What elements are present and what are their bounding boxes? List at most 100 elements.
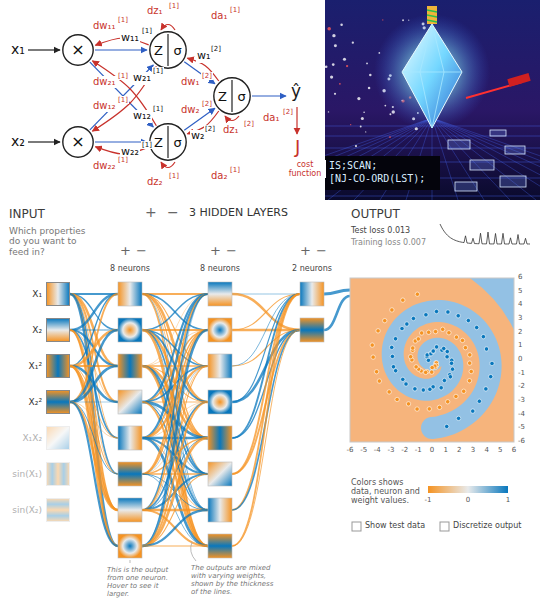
spark-dot <box>366 62 368 64</box>
weight-label: [2] <box>210 45 222 53</box>
annotation-text: This is the output from one neuron. Hove… <box>106 566 180 598</box>
helix-emitter <box>427 6 437 24</box>
input-feature: X₂² <box>29 390 70 414</box>
feature-name: X₂² <box>29 397 42 407</box>
layer-control: − <box>225 244 238 259</box>
panel-heading: OUTPUT <box>350 208 401 222</box>
weight-line <box>142 402 208 546</box>
data-point <box>437 405 441 409</box>
feature-name: sin(X₁) <box>12 469 42 479</box>
checkbox-label: Show test data <box>364 521 426 530</box>
helix-stripe <box>427 10 437 12</box>
weight-line <box>142 330 208 546</box>
spark-dot <box>365 131 366 132</box>
dz-arc <box>161 25 175 31</box>
scifi-illustration <box>325 0 540 200</box>
neuron-images <box>118 282 324 558</box>
weight-line <box>70 294 118 402</box>
weight-line <box>142 294 208 474</box>
axis-tick: -3 <box>517 396 526 404</box>
cost-arrow <box>296 107 297 134</box>
forward-connection <box>95 141 147 142</box>
weight-line <box>70 330 118 402</box>
feature-image <box>46 426 70 450</box>
panel-heading: Which properties do you want to feed in? <box>8 226 90 257</box>
data-point <box>434 309 438 313</box>
weight-line <box>232 294 300 474</box>
neuron-part: σ <box>168 136 187 149</box>
code-text: IS;SCAN; <box>328 160 378 172</box>
weight-line <box>142 294 208 366</box>
data-point <box>419 331 423 335</box>
backprop-connection <box>92 66 156 131</box>
spark-dot <box>357 97 360 100</box>
data-point <box>477 399 481 403</box>
layer-control: 8 neurons <box>109 264 151 273</box>
checkbox-label: Discretize output <box>452 521 522 530</box>
layer-control: + <box>299 244 312 259</box>
data-point <box>431 349 435 353</box>
data-point <box>390 345 394 349</box>
loss-text: Test loss 0.013 <box>350 226 411 235</box>
input-feature: X₂ <box>32 318 70 342</box>
input-symbol: x₁ <box>10 41 26 57</box>
input-feature: X₁ <box>32 282 70 306</box>
data-point <box>415 407 419 411</box>
neuron-part: Z <box>213 90 232 103</box>
feature-heatmap <box>47 283 70 306</box>
node-divider <box>167 126 168 158</box>
panel-heading: + <box>144 204 158 220</box>
annotation-pointer <box>130 560 131 563</box>
gradient-label: [1] <box>229 6 241 14</box>
data-point <box>442 346 446 350</box>
feature-heatmap <box>47 499 70 522</box>
data-point <box>377 379 381 383</box>
axis-tick: 1 <box>442 446 448 454</box>
weight-line <box>324 296 350 330</box>
spark-dot <box>328 111 329 112</box>
feature-name: X₁² <box>29 361 42 371</box>
data-point <box>489 374 493 378</box>
weight-line <box>70 330 118 546</box>
gradient-label: dw₂₁ <box>92 76 117 88</box>
data-point <box>423 370 427 374</box>
data-point <box>401 298 405 302</box>
gradient-label: da₁ <box>262 112 280 124</box>
gradient-label: [2] <box>201 72 213 80</box>
data-point <box>434 345 438 349</box>
data-point <box>445 349 449 353</box>
axis-tick: 3 <box>517 314 523 322</box>
feature-image <box>46 390 70 414</box>
spark-dot <box>368 87 371 90</box>
class-region <box>393 311 491 428</box>
feature-heatmap <box>47 391 70 414</box>
input-feature: X₁X₂ <box>22 426 70 450</box>
activation-node: Zσ <box>149 31 187 69</box>
activation-node: Zσ <box>213 77 251 115</box>
annotation-text: The outputs are mixed with varying weigh… <box>190 564 276 596</box>
loss-curve <box>440 224 530 244</box>
dz-arc <box>225 116 239 121</box>
crystal-facet <box>402 72 462 73</box>
grid-line <box>432 118 540 200</box>
data-point <box>468 353 472 357</box>
feature-name: X₁X₂ <box>22 433 42 443</box>
data-point <box>466 318 470 322</box>
multiply-node: × <box>62 126 94 158</box>
gradient-label: [2] <box>243 120 255 128</box>
crystal-shape <box>402 24 462 128</box>
data-point <box>404 382 408 386</box>
backprop-arrows <box>28 25 297 168</box>
neuron-image <box>118 282 142 306</box>
neuron-part: Z <box>149 44 168 57</box>
gradient-label: [1] <box>229 166 241 174</box>
cost-label: J <box>294 137 301 158</box>
gradient-label: dz₁ <box>222 124 240 136</box>
spark-dot <box>340 23 343 26</box>
weight-label: [1] <box>152 105 164 113</box>
node-circle <box>63 35 93 65</box>
node-circle <box>150 124 186 160</box>
weight-label: [1] <box>152 67 164 75</box>
neuron-image <box>208 534 232 558</box>
weight-line <box>142 294 208 366</box>
